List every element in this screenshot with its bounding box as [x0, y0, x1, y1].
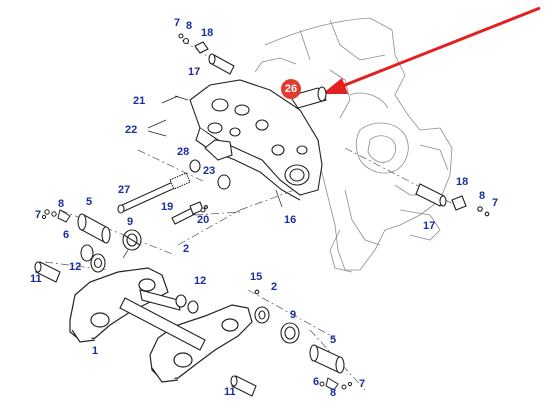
- bolt-19-part: [171, 201, 208, 225]
- callout-19[interactable]: 19: [161, 201, 174, 213]
- washers-12-left-part: [80, 244, 106, 273]
- callout-1[interactable]: 1: [92, 345, 99, 357]
- callout-15[interactable]: 15: [250, 271, 263, 283]
- callout-8-left[interactable]: 8: [58, 198, 65, 210]
- pin-11-left-part: [34, 261, 61, 283]
- callout-18-right[interactable]: 18: [456, 176, 469, 188]
- callout-9-left[interactable]: 9: [127, 216, 134, 228]
- link-cross-shaft-part: [119, 289, 206, 351]
- callout-17-right[interactable]: 17: [423, 220, 436, 232]
- fasteners-6-7-8-left-part: [41, 209, 71, 223]
- callout-27[interactable]: 27: [118, 184, 131, 196]
- callout-16[interactable]: 16: [284, 214, 297, 226]
- fasteners-6-7-8-right-part: [319, 377, 353, 391]
- callout-5-lower[interactable]: 5: [330, 334, 337, 346]
- callout-6-lower[interactable]: 6: [313, 376, 320, 388]
- highlight-badge-26[interactable]: 26: [281, 79, 301, 99]
- highlight-arrow: [322, 6, 541, 94]
- callout-7-lower[interactable]: 7: [359, 378, 366, 390]
- callout-8-top-left[interactable]: 8: [186, 20, 193, 32]
- callout-11-lower[interactable]: 11: [224, 386, 236, 398]
- bearing-9-left-part: [122, 229, 142, 251]
- callout-9-lower[interactable]: 9: [290, 309, 297, 321]
- pin-17-upper-part: [178, 33, 235, 75]
- callout-21[interactable]: 21: [133, 95, 146, 107]
- callout-7-right[interactable]: 7: [492, 197, 499, 209]
- callout-2-lower[interactable]: 2: [271, 281, 278, 293]
- callout-8-lower[interactable]: 8: [330, 387, 337, 399]
- callout-8-right[interactable]: 8: [479, 190, 486, 202]
- callout-2-left[interactable]: 2: [183, 243, 190, 255]
- callout-22[interactable]: 22: [125, 124, 138, 136]
- bushing-9-right-part: [280, 322, 300, 344]
- bushing-5-right-part: [309, 344, 345, 374]
- pin-27-part: [117, 172, 191, 214]
- spacer-23-part: [189, 159, 231, 190]
- callout-7-top-left[interactable]: 7: [174, 17, 181, 29]
- callout-5-left[interactable]: 5: [86, 196, 93, 208]
- callout-7-left[interactable]: 7: [35, 209, 42, 221]
- callout-18-top[interactable]: 18: [201, 27, 214, 39]
- callout-28[interactable]: 28: [177, 146, 190, 158]
- upper-bracket-assembly: [189, 79, 323, 201]
- pin-17-right-part: [415, 183, 490, 217]
- callout-11-left[interactable]: 11: [30, 273, 42, 285]
- callout-12-lower[interactable]: 12: [194, 275, 207, 287]
- leader-lines: [122, 95, 283, 259]
- pin-11-right-part: [230, 375, 257, 397]
- pin-26-part: [289, 86, 327, 109]
- link-arm-1-left-part: [69, 267, 169, 343]
- callout-6-left[interactable]: 6: [63, 229, 70, 241]
- callout-12-left[interactable]: 12: [69, 261, 82, 273]
- callout-17-top[interactable]: 17: [188, 66, 201, 78]
- callout-23[interactable]: 23: [203, 165, 216, 177]
- bushing-15-part: [254, 289, 270, 324]
- callout-20[interactable]: 20: [197, 214, 210, 226]
- bushing-5-left-part: [77, 213, 111, 244]
